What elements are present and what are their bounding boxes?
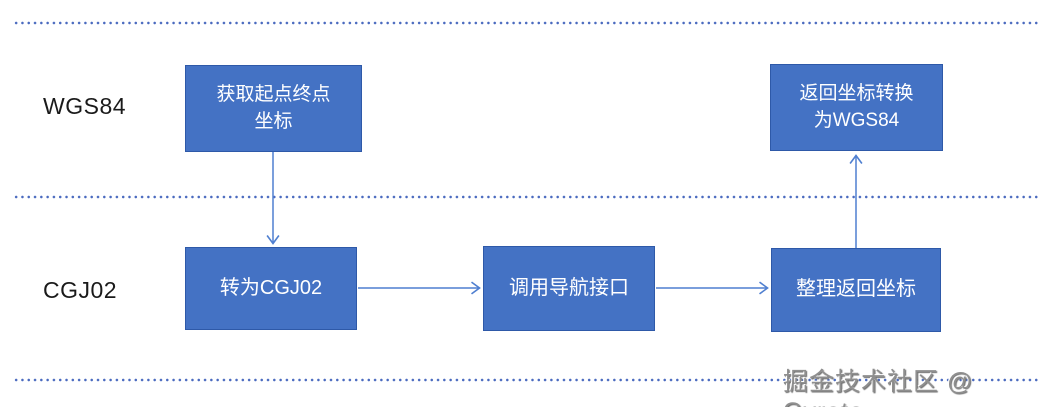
lane-divider-bottom <box>13 378 1040 382</box>
watermark-text: 掘金技术社区 @ Gyrate <box>783 368 974 407</box>
lane-divider-middle <box>13 195 1040 199</box>
node-call-nav-api: 调用导航接口 <box>483 246 655 331</box>
node-convert-to-cgj02: 转为CGJ02 <box>185 247 357 330</box>
node-arrange-returned-coords: 整理返回坐标 <box>771 248 941 332</box>
lane-label-cgj02: CGJ02 <box>43 277 118 303</box>
node-convert-to-wgs84: 返回坐标转换 为WGS84 <box>770 64 943 151</box>
lane-label-wgs84: WGS84 <box>43 93 127 119</box>
node-get-start-end-coords: 获取起点终点 坐标 <box>185 65 362 152</box>
lane-divider-top <box>13 21 1040 25</box>
